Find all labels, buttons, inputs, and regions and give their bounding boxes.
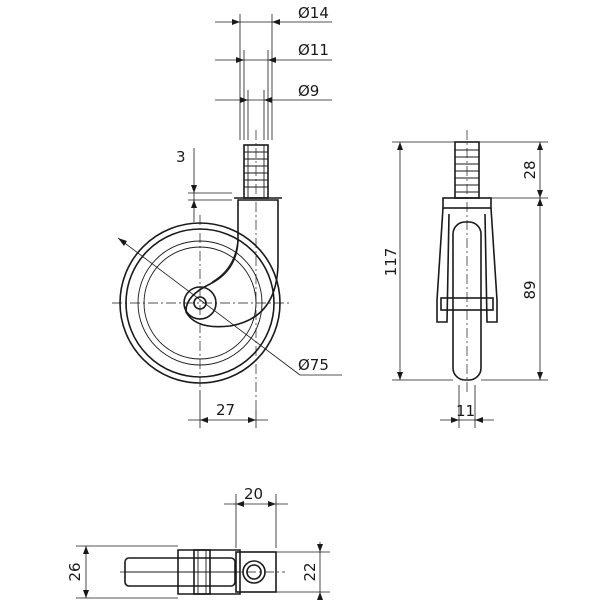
dim-width-20: 20 bbox=[224, 485, 288, 548]
label-height-28: 28 bbox=[521, 160, 539, 179]
top-view bbox=[120, 549, 285, 595]
dim-height-26: 26 bbox=[66, 545, 178, 599]
label-height-22: 22 bbox=[301, 562, 319, 581]
dim-diameter-9: Ø9 bbox=[215, 82, 332, 140]
dim-width-11: 11 bbox=[440, 385, 494, 428]
front-view bbox=[112, 130, 290, 410]
dim-offset-3: 3 bbox=[176, 148, 232, 222]
dim-height-89: 89 bbox=[481, 198, 548, 381]
label-height-89: 89 bbox=[521, 280, 539, 299]
dim-offset-27: 27 bbox=[188, 390, 268, 428]
label-d11: Ø11 bbox=[298, 41, 329, 59]
dim-height-28: 28 bbox=[479, 141, 548, 199]
side-view bbox=[436, 130, 498, 395]
label-height-117: 117 bbox=[382, 248, 400, 277]
label-width-20: 20 bbox=[244, 485, 263, 503]
label-d75: Ø75 bbox=[298, 356, 329, 374]
dim-diameter-14: Ø14 bbox=[215, 4, 332, 140]
label-height-26: 26 bbox=[66, 562, 84, 581]
dim-height-22: 22 bbox=[276, 542, 330, 600]
dim-diameter-75: Ø75 bbox=[117, 237, 342, 376]
label-d9: Ø9 bbox=[298, 82, 319, 100]
label-offset-27: 27 bbox=[216, 401, 235, 419]
label-width-11: 11 bbox=[456, 402, 475, 420]
label-d14: Ø14 bbox=[298, 4, 329, 22]
label-offset-3: 3 bbox=[176, 148, 186, 166]
dim-height-117: 117 bbox=[382, 141, 455, 381]
dim-diameter-11: Ø11 bbox=[215, 41, 332, 140]
